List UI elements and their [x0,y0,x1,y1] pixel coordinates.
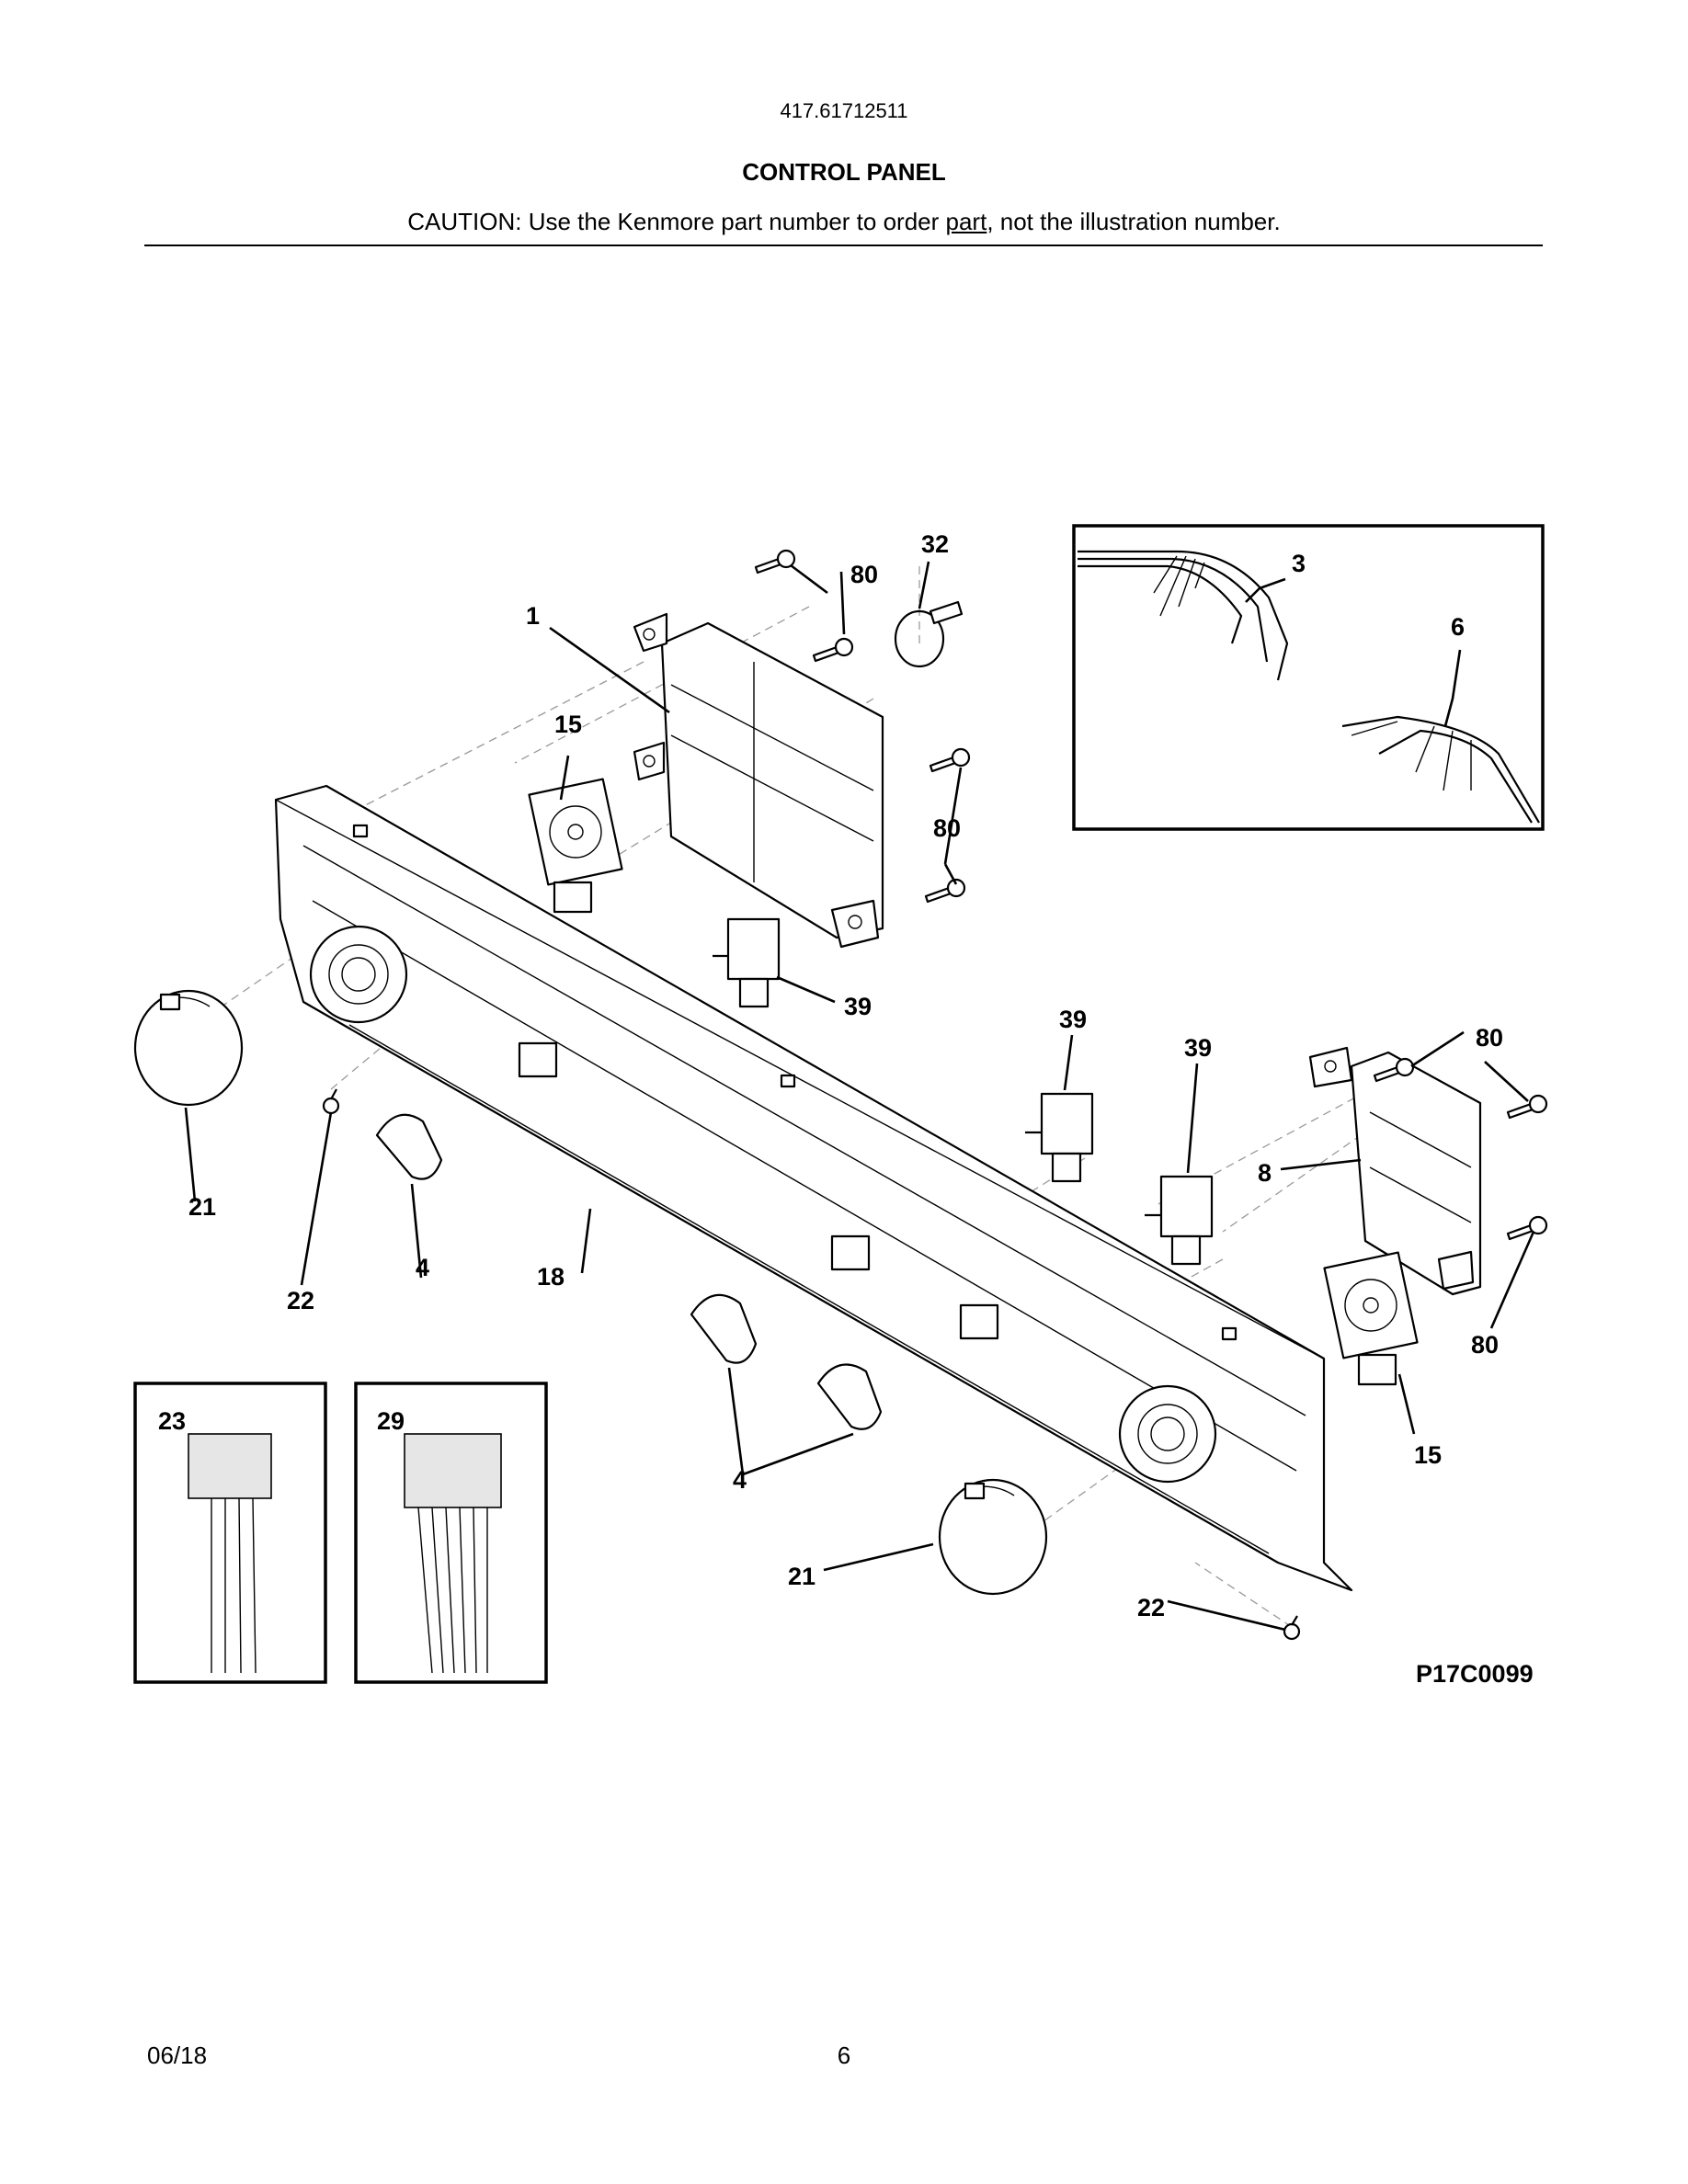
callout-push-switch-a: 39 [844,993,872,1020]
callout-screw-a: 22 [287,1287,314,1314]
tie-strap [894,600,964,668]
push-switch-right-lower [1145,1175,1214,1266]
section-title: CONTROL PANEL [742,158,946,186]
callout-screw-b: 22 [1137,1594,1165,1621]
callout-knob-b: 21 [788,1563,815,1590]
console-panel [274,784,1353,1592]
callout-control-board: 1 [526,602,540,630]
callout-screw-80-d: 80 [1471,1331,1499,1359]
callout-rotary-switch-b: 15 [1414,1441,1442,1469]
caution-underlined: part [945,208,987,235]
callout-push-switch-c: 39 [1184,1034,1212,1062]
footer-page-number: 6 [837,2042,851,2069]
knob-bottom [938,1478,1048,1596]
push-switch-right-upper [1025,1092,1094,1183]
knob-insert-left [375,1113,443,1180]
callout-knob-insert-a: 4 [416,1254,429,1281]
callout-console-panel: 18 [537,1263,565,1291]
footer-date: 06/18 [147,2042,208,2069]
callout-knob-insert-b: 4 [733,1466,747,1494]
header-rule [144,245,1543,246]
callout-wire-harness-b: 6 [1451,613,1465,641]
rfi-board [1308,1046,1482,1296]
caution-note: CAUTION: Use the Kenmore part number to … [0,208,1688,236]
caution-prefix: CAUTION: Use the Kenmore part number to … [407,208,946,235]
callout-screw-80-a: 80 [850,561,878,588]
knob-left [133,989,244,1107]
connector-29-inset [354,1382,548,1684]
rotary-switch-right [1323,1251,1419,1386]
callout-tie-strap: 32 [921,530,949,558]
callout-connector-b: 29 [377,1407,405,1435]
control-board [633,612,884,949]
screw-80-group [754,549,1548,1241]
callout-rfi-board: 8 [1258,1159,1272,1187]
knob-insert-bottom-b [816,1363,883,1430]
knob-insert-bottom-a [690,1293,758,1364]
model-number: 417.61712511 [780,99,908,122]
figure-code: P17C0099 [1416,1660,1534,1688]
caution-suffix: , not the illustration number. [987,208,1281,235]
screw-22-left [322,1088,340,1115]
callout-wire-harness: 3 [1292,550,1306,577]
callout-connector-a: 23 [158,1407,186,1435]
screw-22-right [1283,1615,1301,1641]
callout-knob-a: 21 [188,1193,216,1221]
callout-rotary-switch-a: 15 [554,711,582,738]
callout-push-switch-b: 39 [1059,1006,1087,1033]
leader-lines [184,561,1535,1632]
callout-screw-80-b: 80 [933,814,961,842]
rotary-switch-left [528,778,623,914]
wire-harness-inset [1072,524,1545,831]
push-switch-center [713,917,781,1008]
callout-screw-80-c: 80 [1476,1024,1503,1052]
callout-labels: 1 3 6 4 4 8 15 15 18 21 21 22 22 23 29 3… [158,530,1534,1688]
connector-23-inset [133,1382,327,1684]
